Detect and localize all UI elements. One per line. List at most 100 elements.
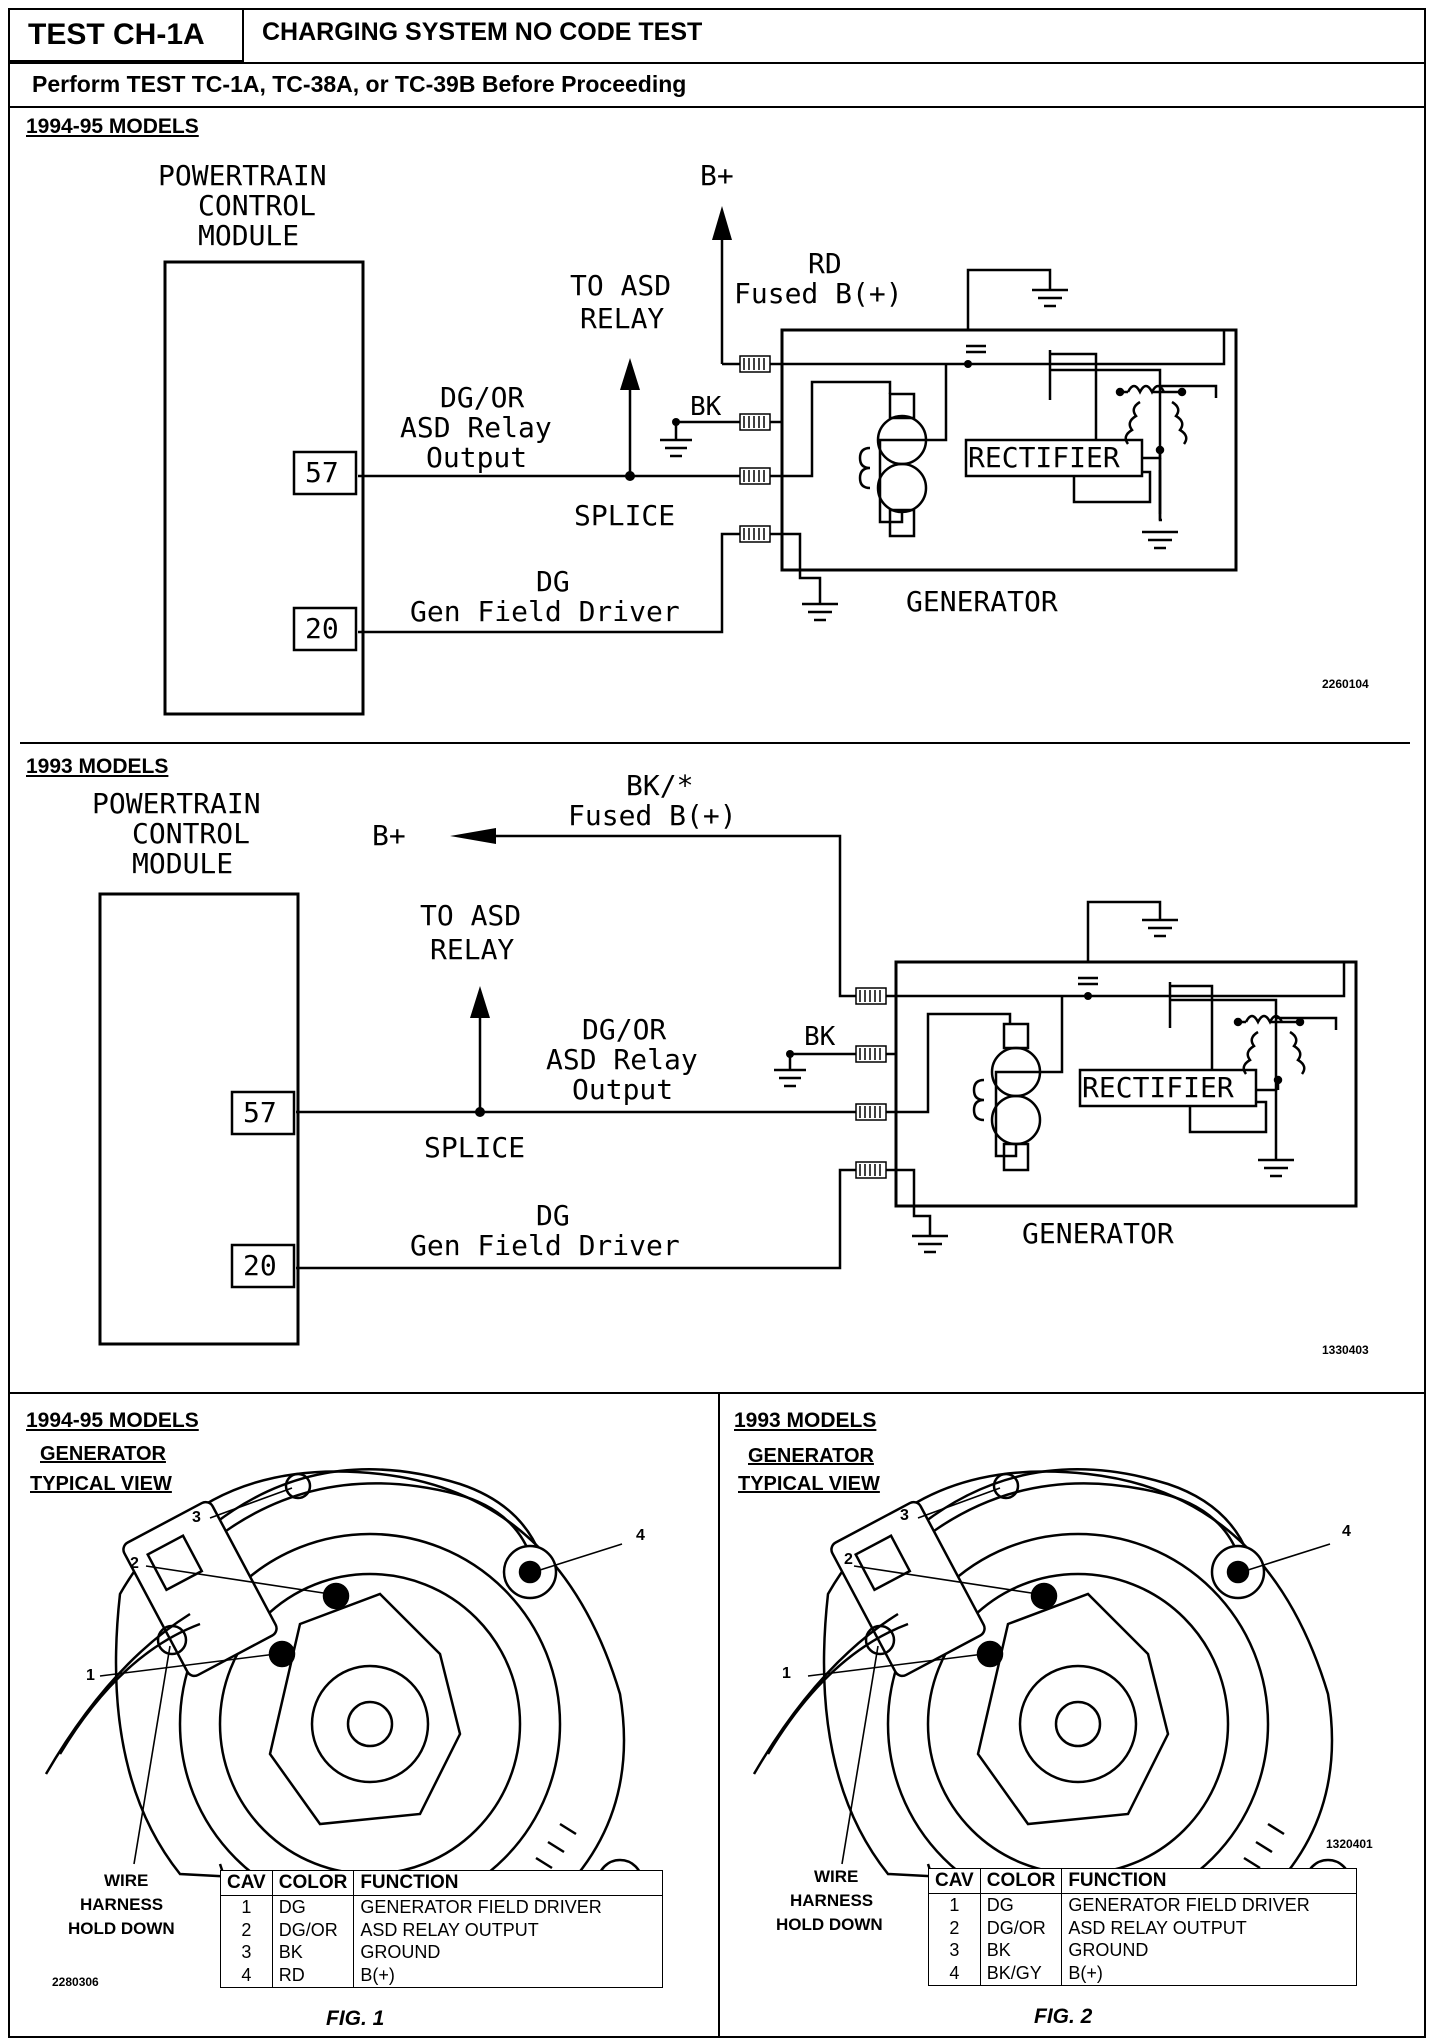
color-cell: BK	[979, 1939, 1063, 1962]
fused-wire-function: Fused B(+)	[734, 277, 903, 310]
b-plus-arrow	[450, 828, 496, 844]
page-title: CHARGING SYSTEM NO CODE TEST	[262, 18, 703, 46]
asd-relay-label-line2: RELAY	[580, 302, 665, 335]
pin-20-label: 20	[305, 612, 339, 645]
asd-relay-arrow	[620, 358, 640, 390]
hold-down-label-line2: HARNESS	[80, 1895, 164, 1914]
section-label-1994-95: 1994-95 MODELS	[26, 115, 199, 138]
callout-leaders	[807, 1487, 1331, 1865]
generator-label: GENERATOR	[906, 585, 1058, 618]
asd-wire-function-line2: Output	[426, 441, 528, 474]
ground-symbol-rectifier	[1142, 530, 1178, 550]
asd-relay-arrow	[470, 986, 490, 1018]
pcm-label-line1: POWERTRAIN	[158, 159, 327, 192]
fig1-view-label-line2: TYPICAL VIEW	[30, 1473, 172, 1495]
splice-label: SPLICE	[424, 1131, 526, 1164]
section-divider-2	[8, 1392, 1426, 1394]
pcm-module-box	[163, 260, 365, 716]
figure-column-divider	[718, 1392, 720, 2038]
figure-reference-number: 2260104	[1322, 677, 1369, 691]
rotor-lower-coil	[990, 1094, 1042, 1146]
splice-dot	[625, 471, 635, 481]
pcm-label-line3: MODULE	[132, 847, 234, 880]
table-row: 2 DG/OR ASD RELAY OUTPUT	[928, 1916, 1358, 1940]
function-cell: ASD RELAY OUTPUT	[353, 1918, 664, 1942]
table-row: 1 DG GENERATOR FIELD DRIVER	[220, 1895, 664, 1919]
bk-junction-dot	[672, 418, 680, 426]
hold-down-label-line3: HOLD DOWN	[776, 1915, 883, 1934]
rectifier-label: RECTIFIER	[1082, 1071, 1234, 1104]
callout-1: 1	[782, 1665, 791, 1682]
pin-57-box	[292, 450, 358, 496]
pcm-label-line2: CONTROL	[198, 189, 317, 222]
table-row: 3 BK GROUND	[220, 1941, 664, 1964]
cav-cell: 2	[220, 1918, 273, 1942]
function-cell: ASD RELAY OUTPUT	[1061, 1916, 1358, 1940]
color-cell: DG	[979, 1893, 1063, 1917]
color-cell: BK/GY	[979, 1961, 1063, 1986]
callout-3: 3	[900, 1507, 909, 1524]
fig2-section-label: 1993 MODELS	[734, 1409, 877, 1432]
fig2-view-label-line2: TYPICAL VIEW	[738, 1473, 880, 1495]
callout-2: 2	[844, 1551, 853, 1568]
fused-wire-function: Fused B(+)	[568, 799, 737, 832]
cav-cell: 3	[928, 1939, 981, 1962]
fig1-section-label: 1994-95 MODELS	[26, 1409, 199, 1432]
function-cell: B(+)	[353, 1963, 664, 1988]
pin-20-label: 20	[243, 1249, 277, 1282]
gen-field-driver-wire	[296, 1168, 856, 1270]
column-header-function: FUNCTION	[353, 1870, 664, 1896]
fused-wire-color: BK/*	[626, 769, 694, 802]
splice-label: SPLICE	[574, 499, 676, 532]
test-code: TEST CH-1A	[28, 18, 205, 51]
hold-down-label-line2: HARNESS	[790, 1891, 874, 1910]
table-header-row: CAV COLOR FUNCTION	[928, 1868, 1358, 1894]
fig1-cavity-table: CAV COLOR FUNCTION 1 DG GENERATOR FIELD …	[220, 1870, 664, 1988]
function-cell: GENERATOR FIELD DRIVER	[353, 1895, 664, 1919]
bk-junction-dot	[786, 1050, 794, 1058]
harness-connector	[122, 1500, 278, 1678]
field-wire-function: Gen Field Driver	[410, 1229, 680, 1262]
pin-20-box	[230, 1243, 296, 1289]
cav-cell: 1	[928, 1893, 981, 1917]
bk-wire-label: BK	[804, 1022, 836, 1052]
pin-57-label: 57	[243, 1096, 277, 1129]
pin-57-label: 57	[305, 456, 339, 489]
asd-wire-color: DG/OR	[582, 1013, 667, 1046]
generator-box	[894, 960, 1358, 1208]
fused-wire-color: RD	[808, 247, 842, 280]
color-cell: DG	[271, 1895, 355, 1919]
asd-relay-label-line1: TO ASD	[420, 899, 522, 932]
terminal-3-ground	[992, 1472, 1020, 1500]
cav-cell: 4	[928, 1961, 981, 1986]
terminal-2	[1030, 1582, 1058, 1610]
generator-box	[780, 328, 1238, 572]
rectifier-label: RECTIFIER	[968, 441, 1120, 474]
asd-relay-label-line2: RELAY	[430, 933, 515, 966]
test-code-box	[8, 8, 244, 62]
figure-reference-number: 1320401	[1326, 1837, 1373, 1851]
table-row: 4 BK/GY B(+)	[928, 1961, 1358, 1986]
case-ground-wire	[1086, 900, 1162, 962]
terminal-3-ground	[284, 1472, 312, 1500]
column-header-function: FUNCTION	[1061, 1868, 1358, 1894]
color-cell: DG/OR	[979, 1916, 1063, 1940]
schematic-1994-95	[163, 206, 1238, 716]
rectifier-box	[1078, 1068, 1258, 1108]
fig2-caption: FIG. 2	[1034, 2005, 1093, 2028]
cav-cell: 3	[220, 1941, 273, 1964]
table-header-row: CAV COLOR FUNCTION	[220, 1870, 664, 1896]
b-plus-label: B+	[700, 159, 734, 192]
ground-symbol-bk	[774, 1068, 806, 1088]
function-cell: GENERATOR FIELD DRIVER	[1061, 1893, 1358, 1917]
pcm-label-line2: CONTROL	[132, 817, 251, 850]
ground-symbol-case	[1032, 288, 1068, 308]
cav-cell: 1	[220, 1895, 273, 1919]
pin-20-box	[292, 606, 358, 652]
pin-57-box	[230, 1090, 296, 1136]
header-divider	[8, 62, 1426, 64]
fig1-caption: FIG. 1	[326, 2007, 385, 2030]
generator-label: GENERATOR	[1022, 1217, 1174, 1250]
callout-3: 3	[192, 1509, 201, 1526]
